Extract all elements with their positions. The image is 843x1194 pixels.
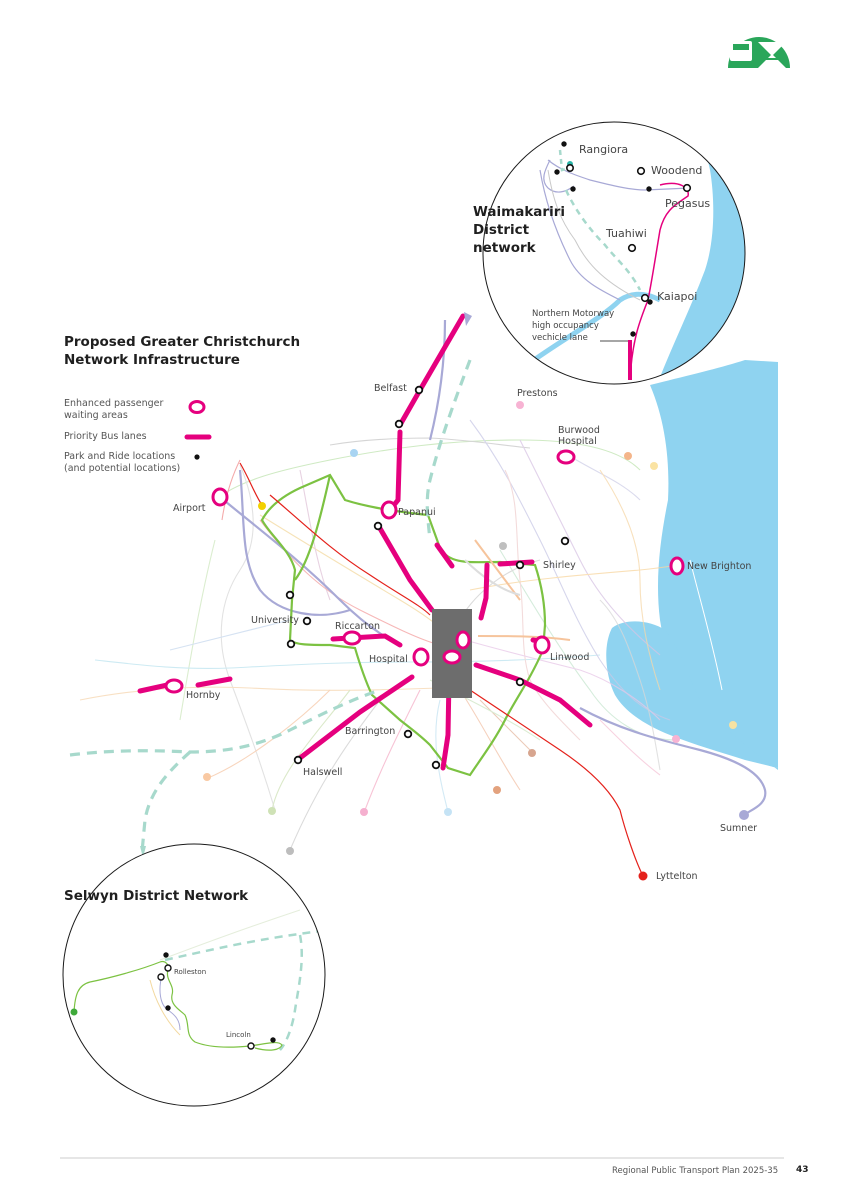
place-new-brighton: New Brighton xyxy=(687,561,752,572)
place-linwood: Linwood xyxy=(550,652,590,663)
place-shirley: Shirley xyxy=(543,560,576,571)
legend-enhanced-label: Enhanced passenger waiting areas xyxy=(64,398,164,421)
place-lincoln: Lincoln xyxy=(226,1031,251,1039)
place-rangiora: Rangiora xyxy=(579,143,629,156)
selwyn-inset xyxy=(62,843,326,1107)
waimakariri-title: Waimakariri District network xyxy=(473,204,565,256)
main-map-title: Proposed Greater Christchurch Network In… xyxy=(64,333,300,369)
legend-park-ride-label: Park and Ride locations (and potential l… xyxy=(64,451,181,474)
main-map-title-line2: Network Infrastructure xyxy=(64,352,240,368)
place-prestons: Prestons xyxy=(517,388,558,399)
place-belfast: Belfast xyxy=(374,383,407,394)
place-tuahiwi: Tuahiwi xyxy=(606,227,647,240)
footer-document-title: Regional Public Transport Plan 2025-35 xyxy=(612,1166,779,1176)
center-routes xyxy=(464,539,571,641)
route-termini xyxy=(140,312,749,881)
place-lyttelton: Lyttelton xyxy=(656,871,698,882)
green-ring-route xyxy=(260,473,547,777)
place-rolleston: Rolleston xyxy=(174,968,207,976)
place-airport: Airport xyxy=(173,503,206,514)
place-hospital: Hospital xyxy=(369,654,408,665)
place-hornby: Hornby xyxy=(186,690,221,701)
transport-logo-icon xyxy=(728,37,790,68)
legend-priority-label: Priority Bus lanes xyxy=(64,431,147,442)
page-number: 43 xyxy=(796,1165,809,1175)
place-papanui: Papanui xyxy=(398,507,436,518)
waimakariri-inset xyxy=(482,121,746,385)
place-university: University xyxy=(251,615,299,626)
legend-symbols xyxy=(184,400,212,460)
enhanced-waiting-areas xyxy=(164,449,685,694)
park-and-ride-locations xyxy=(285,385,570,770)
place-burwood-hospital: Burwood Hospital xyxy=(558,425,600,447)
motorway-hov-label: Northern Motorway high occupancy vechicl… xyxy=(532,309,615,343)
place-barrington: Barrington xyxy=(345,726,396,737)
place-pegasus: Pegasus xyxy=(665,197,711,210)
main-map-title-line1: Proposed Greater Christchurch xyxy=(64,334,301,350)
dashed-routes xyxy=(69,359,472,853)
selwyn-title: Selwyn District Network xyxy=(64,888,249,904)
purple-routes xyxy=(219,319,767,816)
coastline-water xyxy=(606,360,778,770)
place-halswell: Halswell xyxy=(303,767,343,778)
place-sumner: Sumner xyxy=(720,823,758,834)
logo xyxy=(724,24,794,74)
place-kaiapoi: Kaiapoi xyxy=(657,290,698,303)
place-riccarton: Riccarton xyxy=(335,621,380,632)
place-woodend: Woodend xyxy=(651,164,703,177)
lyttelton-route xyxy=(469,689,644,877)
